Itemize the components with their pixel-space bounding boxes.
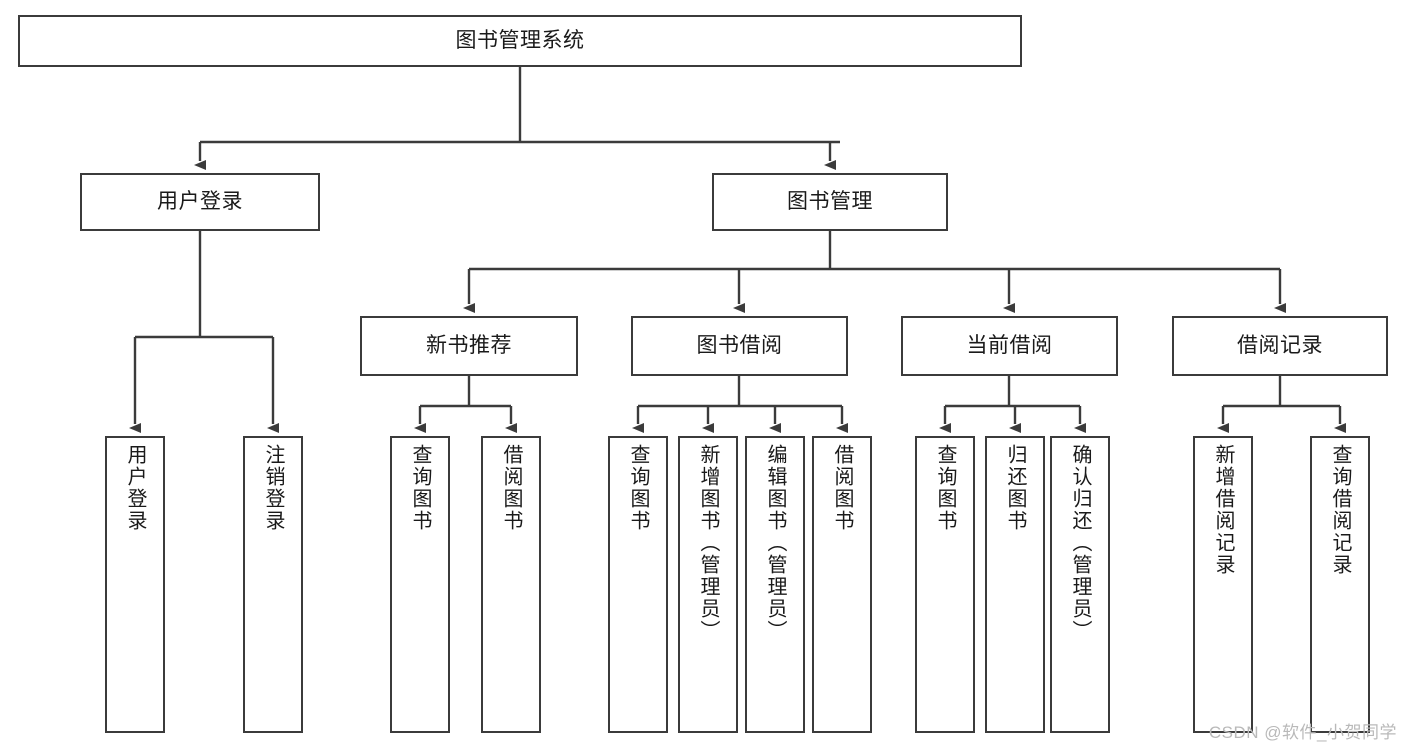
edges-user-login <box>129 231 279 433</box>
leaf-label: 用户登录 <box>124 444 146 532</box>
leaf-label: 注销登录 <box>262 444 284 532</box>
node-user-login[interactable]: 用户登录 <box>80 173 320 231</box>
node-current-borrow[interactable]: 当前借阅 <box>901 316 1118 376</box>
leaf-label: 查询图书 <box>409 444 431 532</box>
leaf-label: 新增图书（管理员） <box>697 444 719 642</box>
watermark: CSDN @软件_小贺同学 <box>1208 723 1397 742</box>
node-root[interactable]: 图书管理系统 <box>18 15 1022 67</box>
leaf-label: 查询借阅记录 <box>1329 444 1351 576</box>
leaf-borrow-book-newbook[interactable]: 借阅图书 <box>481 436 541 733</box>
leaf-query-book-current[interactable]: 查询图书 <box>915 436 975 733</box>
edges-current-borrow <box>939 376 1086 433</box>
leaf-logout[interactable]: 注销登录 <box>243 436 303 733</box>
edges-new-book <box>414 376 517 433</box>
node-book-management-label: 图书管理 <box>787 189 873 213</box>
node-root-label: 图书管理系统 <box>455 28 585 52</box>
node-current-borrow-label: 当前借阅 <box>966 333 1053 357</box>
leaf-label: 编辑图书（管理员） <box>764 444 786 642</box>
node-book-borrow[interactable]: 图书借阅 <box>631 316 848 376</box>
edges-borrow-record <box>1217 376 1346 433</box>
leaf-label: 借阅图书 <box>831 444 853 532</box>
node-borrow-record[interactable]: 借阅记录 <box>1172 316 1388 376</box>
node-borrow-record-label: 借阅记录 <box>1237 333 1323 357</box>
node-new-book-recommend[interactable]: 新书推荐 <box>360 316 578 376</box>
leaf-query-book-borrow[interactable]: 查询图书 <box>608 436 668 733</box>
leaf-label: 借阅图书 <box>500 444 522 532</box>
edges-book-manage <box>463 231 1286 313</box>
leaf-edit-book-admin[interactable]: 编辑图书（管理员） <box>745 436 805 733</box>
node-book-management[interactable]: 图书管理 <box>712 173 948 231</box>
leaf-label: 新增借阅记录 <box>1212 444 1234 576</box>
leaf-return-book[interactable]: 归还图书 <box>985 436 1045 733</box>
leaf-label: 归还图书 <box>1004 444 1026 532</box>
leaf-user-login[interactable]: 用户登录 <box>105 436 165 733</box>
leaf-borrow-book[interactable]: 借阅图书 <box>812 436 872 733</box>
node-new-book-recommend-label: 新书推荐 <box>426 333 512 357</box>
edges-borrow-book <box>632 376 848 433</box>
leaf-label: 查询图书 <box>934 444 956 532</box>
node-book-borrow-label: 图书借阅 <box>696 333 783 357</box>
leaf-label: 确认归还（管理员） <box>1069 444 1091 642</box>
leaf-add-borrow-record[interactable]: 新增借阅记录 <box>1193 436 1253 733</box>
leaf-add-book-admin[interactable]: 新增图书（管理员） <box>678 436 738 733</box>
leaf-query-book-newbook[interactable]: 查询图书 <box>390 436 450 733</box>
leaf-query-borrow-record[interactable]: 查询借阅记录 <box>1310 436 1370 733</box>
node-user-login-label: 用户登录 <box>157 189 243 213</box>
edges-root <box>194 67 840 170</box>
leaf-confirm-return-admin[interactable]: 确认归还（管理员） <box>1050 436 1110 733</box>
leaf-label: 查询图书 <box>627 444 649 532</box>
